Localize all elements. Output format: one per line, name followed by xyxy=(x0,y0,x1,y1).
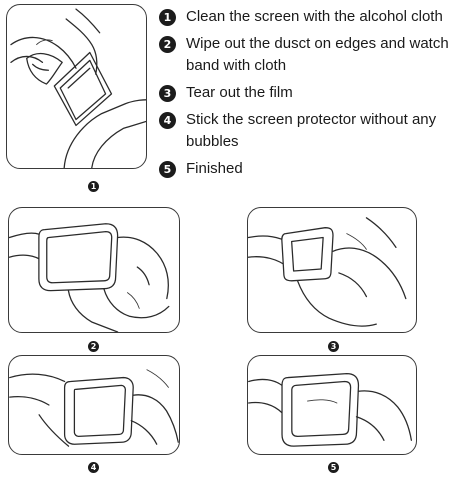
panel-4-number-badge: 4 xyxy=(88,462,99,473)
hands-tearing-film-drawing xyxy=(248,217,407,327)
hand-wiping-watch-drawing xyxy=(10,8,146,168)
panel-5-number-badge: 5 xyxy=(328,462,339,473)
step-5-illustration xyxy=(247,355,417,455)
step-2-illustration xyxy=(8,207,180,333)
panel-3-number-badge: 3 xyxy=(328,341,339,352)
hands-sticking-protector-drawing xyxy=(9,369,179,447)
step-item-3: 3 Tear out the film xyxy=(157,82,465,104)
step-3-illustration xyxy=(247,207,417,333)
hand-cleaning-edges-drawing xyxy=(9,223,170,332)
step-number-3: 3 xyxy=(159,85,176,102)
step-4-illustration xyxy=(8,355,180,455)
finished-watch-drawing xyxy=(248,373,413,447)
step-number-1: 1 xyxy=(159,9,176,26)
step-number-5: 5 xyxy=(159,161,176,178)
step-text-3: Tear out the film xyxy=(186,84,293,101)
panel-2-number-badge: 2 xyxy=(88,341,99,352)
step-text-2: Wipe out the dusct on edges and watch ba… xyxy=(186,35,449,74)
step-text-4: Stick the screen protector without any b… xyxy=(186,111,437,150)
step-item-5: 5 Finished xyxy=(157,158,465,180)
step-number-2: 2 xyxy=(159,36,176,53)
instruction-steps: 1 Clean the screen with the alcohol clot… xyxy=(157,6,465,185)
step-1-illustration xyxy=(6,4,147,169)
step-number-4: 4 xyxy=(159,112,176,129)
step-item-2: 2 Wipe out the dusct on edges and watch … xyxy=(157,33,465,77)
step-text-1: Clean the screen with the alcohol cloth xyxy=(186,8,443,25)
step-item-4: 4 Stick the screen protector without any… xyxy=(157,109,465,153)
panel-1-number-badge: 1 xyxy=(88,181,99,192)
step-text-5: Finished xyxy=(186,160,243,177)
step-item-1: 1 Clean the screen with the alcohol clot… xyxy=(157,6,465,28)
